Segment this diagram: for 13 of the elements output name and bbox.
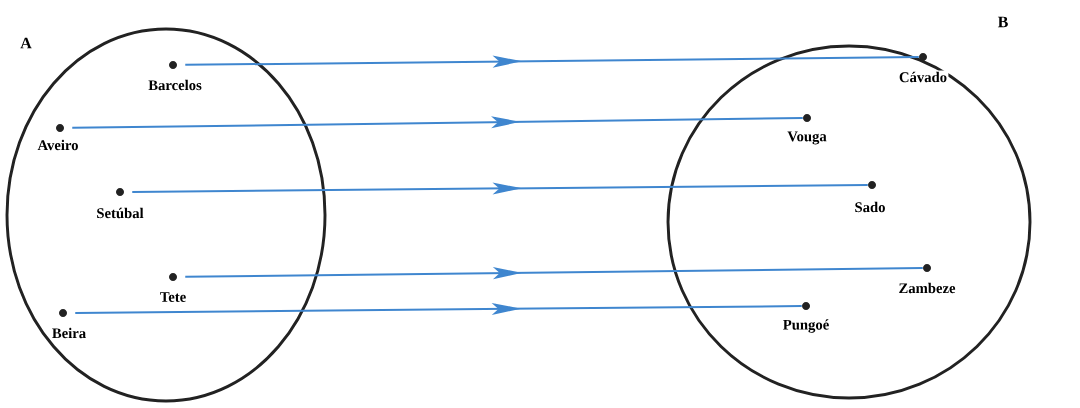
point-label: Zambeze — [897, 281, 957, 295]
point-label: Barcelos — [146, 78, 204, 92]
point-label: Sado — [853, 200, 887, 214]
point-label: Cávado — [897, 70, 949, 84]
point-label: Setúbal — [95, 206, 145, 220]
point-label: Vouga — [786, 130, 829, 146]
point-label: Tete — [158, 290, 188, 304]
point-label: Aveiro — [36, 138, 80, 152]
point-label: Beira — [50, 326, 88, 340]
set-label: A — [20, 37, 32, 49]
set-label: B — [997, 16, 1008, 28]
arrow — [71, 116, 804, 129]
point-label: Pungoé — [781, 317, 831, 335]
